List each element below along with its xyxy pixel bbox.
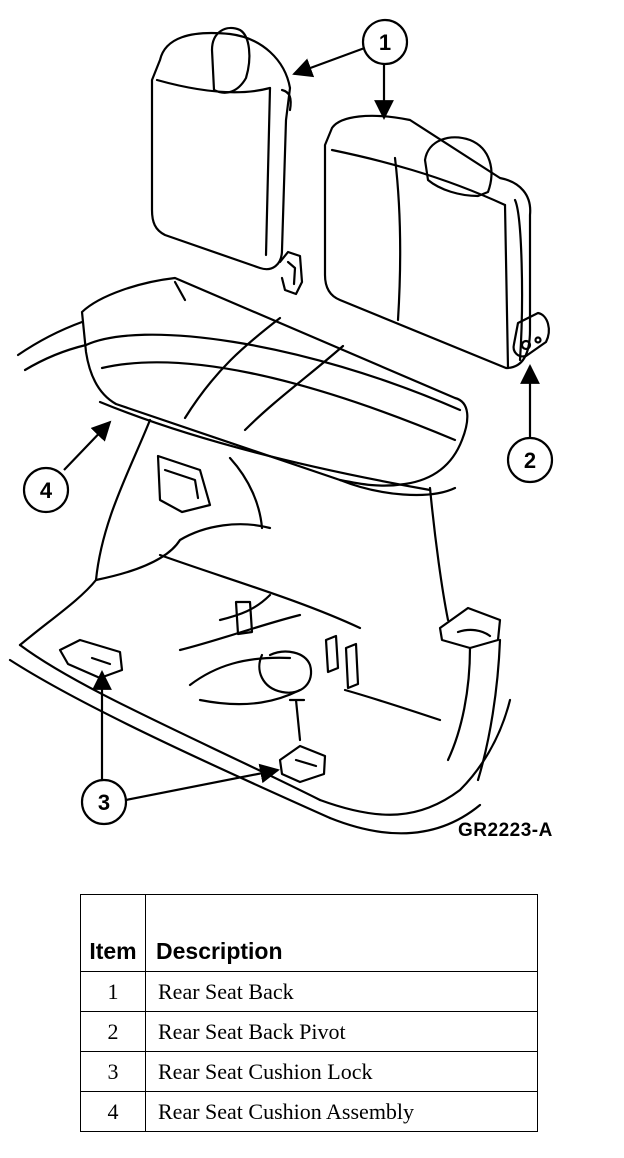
leader-3b bbox=[125, 763, 280, 802]
callout-1: 1 bbox=[361, 18, 409, 66]
callout-4: 4 bbox=[22, 466, 70, 514]
seat-cushion bbox=[80, 276, 469, 497]
table-row: 3 Rear Seat Cushion Lock bbox=[80, 1051, 538, 1092]
callout-4-number: 4 bbox=[40, 478, 53, 503]
legend-item-description: Rear Seat Back Pivot bbox=[145, 1011, 538, 1052]
legend-header-item: Item bbox=[80, 894, 146, 972]
legend-header-description: Description bbox=[145, 894, 538, 972]
leader-4 bbox=[63, 420, 112, 471]
table-row: 1 Rear Seat Back bbox=[80, 971, 538, 1012]
legend-table: Item Description 1 Rear Seat Back 2 Rear… bbox=[80, 894, 538, 1132]
legend-item-description: Rear Seat Back bbox=[145, 971, 538, 1012]
callout-3-number: 3 bbox=[98, 790, 110, 815]
legend-item-number: 4 bbox=[80, 1091, 146, 1132]
legend-item-number: 2 bbox=[80, 1011, 146, 1052]
legend-item-description: Rear Seat Cushion Lock bbox=[145, 1051, 538, 1092]
floor-pan bbox=[8, 320, 512, 835]
seat-exploded-view: 1 2 3 4 bbox=[8, 18, 554, 835]
callout-3: 3 bbox=[80, 778, 128, 826]
legend-item-number: 1 bbox=[80, 971, 146, 1012]
legend-item-description: Rear Seat Cushion Assembly bbox=[145, 1091, 538, 1132]
table-row: 4 Rear Seat Cushion Assembly bbox=[80, 1091, 538, 1132]
right-seat-back bbox=[323, 114, 550, 370]
figure-code: GR2223-A bbox=[458, 820, 553, 841]
left-seat-back bbox=[150, 26, 292, 271]
legend-header-row: Item Description bbox=[80, 894, 538, 972]
callout-2-number: 2 bbox=[524, 448, 536, 473]
callout-2: 2 bbox=[506, 436, 554, 484]
callout-1-number: 1 bbox=[379, 30, 391, 55]
legend-item-number: 3 bbox=[80, 1051, 146, 1092]
seat-back-latch bbox=[278, 250, 304, 296]
table-row: 2 Rear Seat Back Pivot bbox=[80, 1011, 538, 1052]
leader-1a bbox=[292, 44, 371, 78]
